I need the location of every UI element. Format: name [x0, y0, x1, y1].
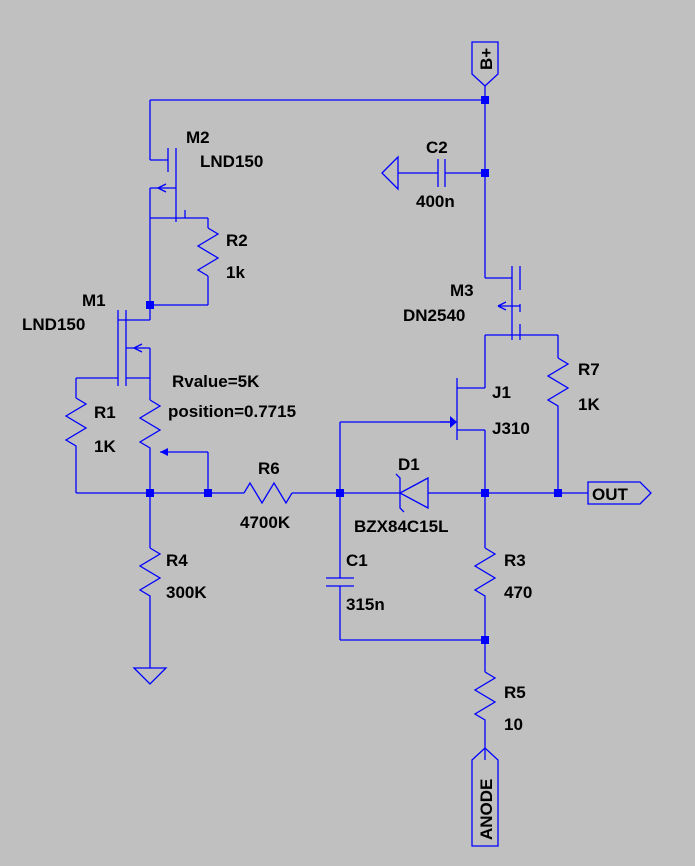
anode-label: ANODE — [477, 779, 496, 840]
m3-value: DN2540 — [403, 306, 465, 325]
r1-ref: R1 — [94, 403, 116, 422]
c1-ref: C1 — [346, 551, 368, 570]
pot-position: position=0.7715 — [168, 402, 296, 421]
r7-value: 1K — [578, 395, 600, 414]
r2-value: 1k — [226, 263, 245, 282]
r4-value: 300K — [166, 583, 207, 602]
r3-value: 470 — [504, 583, 532, 602]
d1-ref: D1 — [398, 455, 420, 474]
r3-ref: R3 — [504, 551, 526, 570]
r2-ref: R2 — [226, 231, 248, 250]
ground-symbol-c2 — [381, 155, 399, 191]
r5-ref: R5 — [504, 683, 526, 702]
pot-rvalue: Rvalue=5K — [172, 372, 260, 391]
bplus-flag[interactable]: B+ — [471, 41, 499, 87]
out-flag[interactable]: OUT — [587, 481, 652, 505]
r6-value: 4700K — [240, 513, 291, 532]
d1-zener-symbol — [395, 473, 429, 513]
m2-ref: M2 — [186, 128, 210, 147]
wires — [64, 86, 588, 760]
m1-body-arrow — [133, 343, 143, 353]
r6-ref: R6 — [258, 459, 280, 478]
j1-value: J310 — [492, 419, 530, 438]
r5-value: 10 — [504, 715, 523, 734]
m2-body-arrow — [157, 183, 167, 193]
r4-ref: R4 — [166, 551, 188, 570]
m2-value: LND150 — [200, 152, 263, 171]
out-label: OUT — [592, 485, 629, 504]
junctions — [146, 96, 562, 644]
m3-body-arrow — [497, 301, 507, 311]
anode-flag[interactable]: ANODE — [471, 747, 499, 847]
m1-value: LND150 — [22, 315, 85, 334]
j1-ref: J1 — [492, 383, 511, 402]
c1-value: 315n — [346, 595, 385, 614]
m3-ref: M3 — [450, 281, 474, 300]
c2-value: 400n — [416, 192, 455, 211]
m1-ref: M1 — [82, 291, 106, 310]
r7-ref: R7 — [578, 360, 600, 379]
pot-wiper-arrow — [160, 448, 168, 456]
bplus-label: B+ — [477, 48, 496, 70]
c2-ref: C2 — [426, 138, 448, 157]
ground-symbol-r4 — [132, 667, 168, 685]
j1-gate-arrow — [450, 416, 457, 428]
r1-value: 1K — [94, 437, 116, 456]
d1-value: BZX84C15L — [354, 517, 448, 536]
